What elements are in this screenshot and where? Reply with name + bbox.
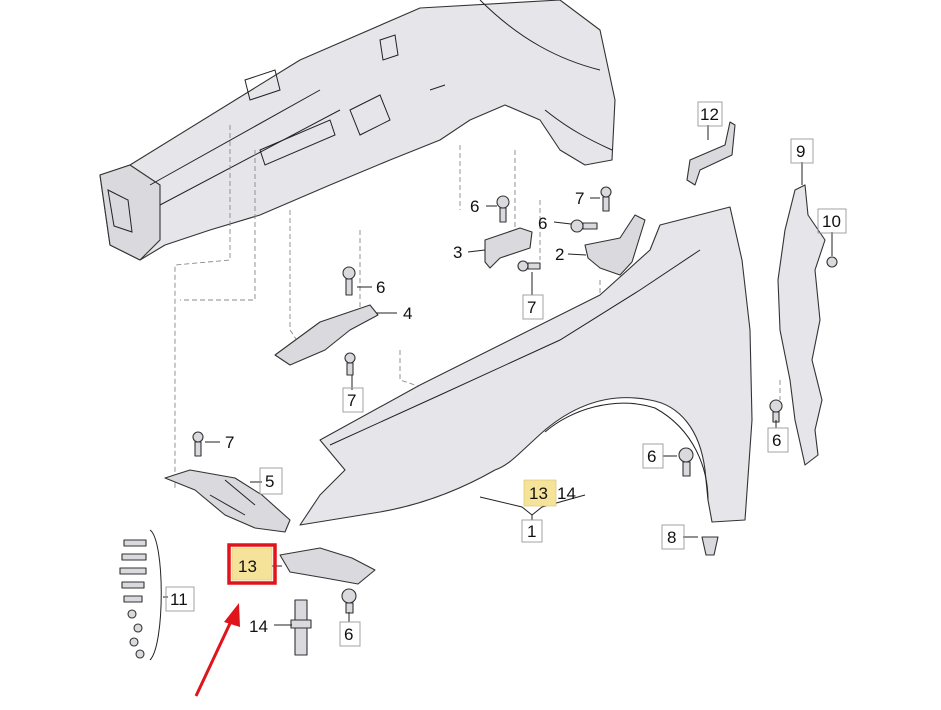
- bolt-6c: [570, 219, 598, 233]
- bolt-6a: [496, 195, 510, 223]
- label-6a: 6: [470, 197, 479, 216]
- bolt-7a: [600, 186, 612, 212]
- label-6c: 6: [538, 214, 547, 233]
- label-6d: 6: [647, 447, 656, 466]
- highlight-13-boxed: [231, 547, 273, 581]
- bolt-7c: [344, 352, 356, 376]
- bolt-6e: [769, 399, 783, 423]
- leader-lines: [149, 125, 833, 661]
- fender: [299, 206, 753, 526]
- highlight-13: [523, 479, 557, 507]
- label-1: 1: [527, 522, 536, 541]
- label-7c: 7: [347, 391, 356, 410]
- bolt-6b: [342, 266, 356, 296]
- bracket-3: [484, 227, 533, 269]
- label-9: 9: [796, 142, 805, 161]
- bracket-12: [686, 121, 736, 186]
- label-5: 5: [265, 472, 274, 491]
- trim-strip-9: [777, 184, 826, 466]
- label-6f: 6: [344, 625, 353, 644]
- label-2: 2: [555, 245, 564, 264]
- bolt-7d: [192, 431, 204, 457]
- bracket-2: [584, 214, 646, 276]
- hardware-set-11: [119, 539, 147, 659]
- label-11: 11: [170, 590, 188, 609]
- label-4: 4: [403, 304, 412, 323]
- label-7b: 7: [527, 298, 536, 317]
- labels: 12 9 10 6 6 7 3 2 7 6 4 7 7 5 6 6 13 14 …: [165, 101, 847, 647]
- label-14a: 14: [557, 484, 576, 503]
- label-14b: 14: [249, 617, 268, 636]
- red-arrow: [194, 603, 240, 697]
- bolt-7b: [517, 260, 541, 272]
- bolt-6f: [341, 588, 357, 614]
- bracket-5: [164, 469, 291, 533]
- label-6e: 6: [772, 431, 781, 450]
- clip-10: [826, 256, 838, 268]
- label-13a: 13: [529, 484, 548, 503]
- bracket-13: [279, 547, 376, 585]
- label-10: 10: [822, 212, 841, 231]
- label-3: 3: [453, 243, 462, 262]
- stud-14: [290, 599, 312, 656]
- clip-8: [701, 536, 719, 556]
- label-7d: 7: [225, 433, 234, 452]
- bolts: [119, 186, 838, 659]
- label-7a: 7: [575, 189, 584, 208]
- label-8: 8: [667, 528, 676, 547]
- bracket-4: [274, 304, 379, 366]
- body-frame: [99, 0, 616, 261]
- label-12: 12: [700, 105, 719, 124]
- bolt-6d: [678, 447, 694, 477]
- red-highlight-box: [227, 543, 277, 585]
- label-13b: 13: [238, 557, 257, 576]
- label-6b: 6: [376, 278, 385, 297]
